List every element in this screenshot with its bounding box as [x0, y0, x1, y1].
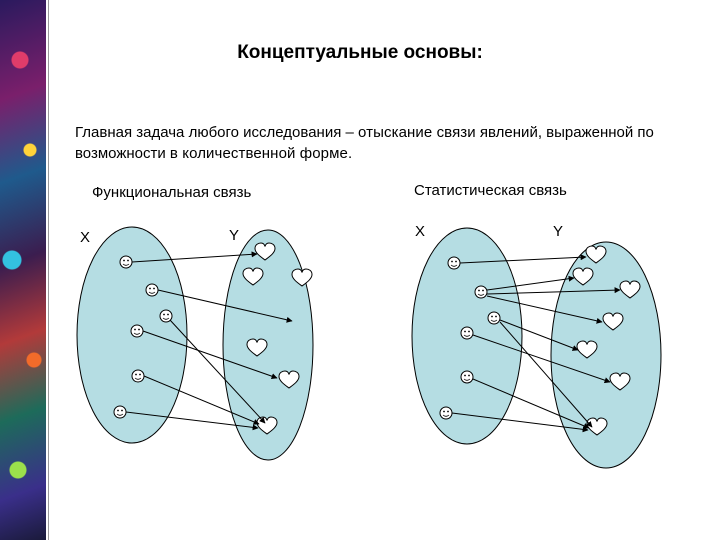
intro-highlight-1: отыскание связи: [358, 124, 476, 141]
statistical-arrows: [451, 254, 621, 433]
smiley-icon: [113, 405, 127, 419]
statistical-y-set: [550, 241, 662, 469]
intro-part-1: Главная задача любого исследования –: [75, 124, 359, 141]
smiley-icon: [487, 311, 501, 325]
intro-part-2: явлений, выраженной по возможности: [75, 124, 654, 162]
smiley-icon: [447, 256, 461, 270]
statistical-y-label: Y: [553, 223, 564, 240]
smiley-icon: [130, 324, 144, 338]
intro-text: Главная задача любого исследования – оты…: [75, 122, 695, 164]
smiley-icon: [460, 326, 474, 340]
divider-line: [48, 0, 49, 540]
smiley-icon: [145, 283, 159, 297]
statistical-x-label: X: [415, 223, 426, 240]
statistical-heading: Статистическая связь: [414, 182, 567, 199]
decorative-art-strip: [0, 0, 46, 540]
functional-heading: Функциональная связь: [92, 184, 252, 201]
intro-highlight-2: в количественной форме: [169, 145, 348, 162]
functional-x-label: X: [80, 229, 91, 246]
functional-y-label: Y: [229, 227, 240, 244]
smiley-icon: [439, 406, 453, 420]
smiley-icon: [131, 369, 145, 383]
smiley-icon: [119, 255, 133, 269]
page-title: Концептуальные основы:: [237, 42, 483, 63]
smiley-icon: [460, 370, 474, 384]
intro-part-3: .: [347, 145, 353, 162]
smiley-icon: [474, 285, 488, 299]
functional-arrows: [125, 251, 293, 431]
